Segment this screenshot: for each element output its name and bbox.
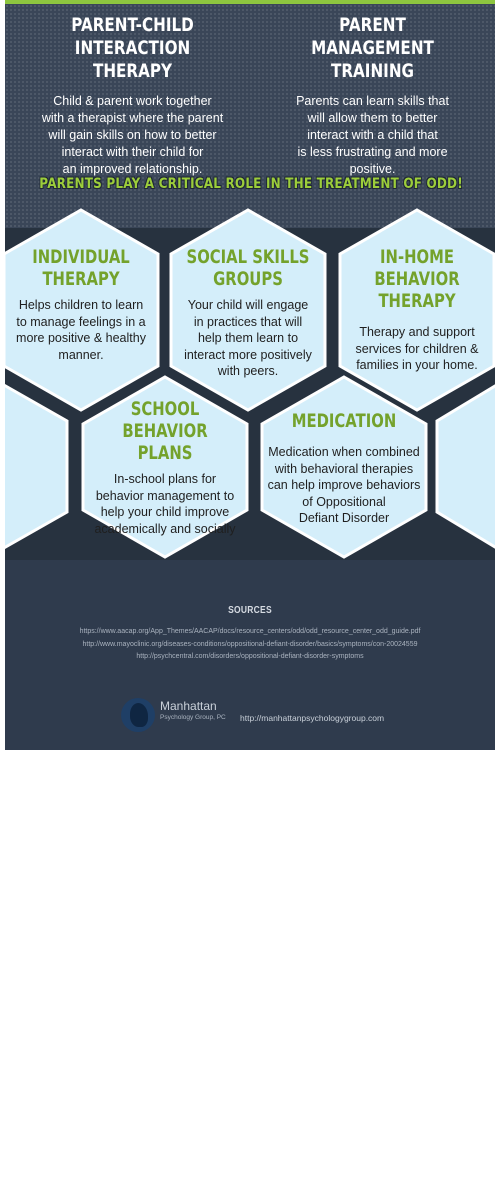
hexagon-grid: [5, 208, 495, 560]
hex-school-behavior-plans: [81, 375, 249, 559]
parent-child-therapy-column: PARENT-CHILD INTERACTION THERAPY Child &…: [15, 14, 250, 178]
source-url-mayoclinic[interactable]: http://www.mayoclinic.org/diseases-condi…: [82, 640, 418, 648]
parent-management-title: PARENT MANAGEMENT TRAINING: [311, 14, 434, 82]
logo-subtitle: Psychology Group, PC: [160, 714, 226, 721]
hex-social-skills-groups: [169, 208, 327, 412]
medication-title: MEDICATION: [291, 410, 397, 432]
sources-heading: SOURCES: [228, 605, 272, 616]
manhattan-logo-icon: [121, 698, 155, 732]
logo-name: Manhattan: [160, 699, 217, 713]
critical-role-banner: PARENTS PLAY A CRITICAL ROLE IN THE TREA…: [39, 176, 463, 192]
parent-management-training-column: PARENT MANAGEMENT TRAINING Parents can l…: [255, 14, 490, 178]
hex-partial-right: [435, 384, 495, 549]
hex-individual-therapy: [5, 208, 160, 412]
source-url-psychcentral[interactable]: http://psychcentral.com/disorders/opposi…: [136, 653, 364, 660]
infographic-poster: PARENT-CHILD INTERACTION THERAPY Child &…: [5, 0, 495, 750]
parent-management-description: Parents can learn skills that will allow…: [296, 94, 449, 176]
hex-medication: [260, 375, 428, 559]
hex-in-home-behavior-therapy: [338, 208, 495, 412]
top-accent-bar: [5, 0, 495, 4]
parent-child-description: Child & parent work together with a ther…: [41, 94, 224, 176]
medication-text: MEDICATION Medication when combined with…: [257, 410, 431, 527]
sources-section: SOURCES https://www.aacap.org/App_Themes…: [5, 605, 495, 664]
individual-therapy-description: Helps children to learn to manage feelin…: [16, 298, 146, 362]
parent-child-title: PARENT-CHILD INTERACTION THERAPY: [71, 14, 194, 82]
medication-description: Medication when combined with behavioral…: [267, 445, 421, 525]
source-url-aacap[interactable]: https://www.aacap.org/App_Themes/AACAP/d…: [79, 628, 421, 635]
school-plans-description: In-school plans for behavior management …: [94, 472, 236, 536]
hex-partial-left: [5, 383, 69, 550]
social-skills-description: Your child will engage in practices that…: [184, 298, 312, 378]
website-link[interactable]: http://manhattanpsychologygroup.com: [240, 713, 385, 723]
in-home-therapy-description: Therapy and support services for childre…: [355, 325, 479, 372]
top-section: [5, 0, 495, 250]
